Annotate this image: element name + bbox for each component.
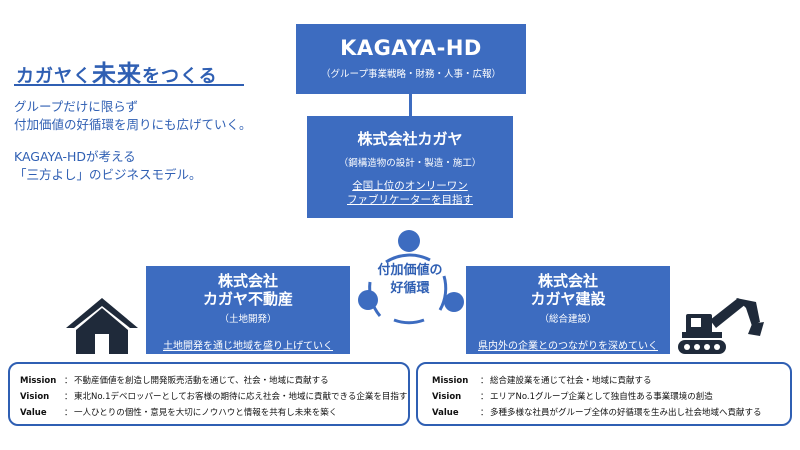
value-key: Value (432, 408, 459, 418)
intro-line-2: 付加価値の好循環を周りにも広げていく。 (14, 117, 252, 132)
kagaya-goal-line-2: ファブリケーターを目指す (347, 194, 473, 206)
vision-key: Vision (432, 392, 462, 402)
slogan-underline (14, 84, 244, 86)
cycle-line-1: 付加価値の (377, 263, 443, 278)
vision-text: エリアNo.1グループ企業として独自性ある事業環境の創造 (490, 392, 713, 402)
fudosan-title-2: カガヤ不動産 (202, 290, 293, 308)
hd-title: KAGAYA-HD (340, 36, 482, 60)
fudosan-mvv-panel: Mission：不動産価値を創造し開発販売活動を通じて、社会・地域に貢献する V… (8, 362, 410, 426)
kagaya-kensetsu-box: 株式会社 カガヤ建設 （総合建設） 県内外の企業とのつながりを深めていく (466, 266, 670, 354)
kagaya-title: 株式会社カガヤ (357, 130, 463, 148)
kagaya-box: 株式会社カガヤ （鋼構造物の設計・製造・施工） 全国上位のオンリーワン ファブリ… (307, 116, 513, 218)
kensetsu-mvv-panel: Mission：総合建設業を通じて社会・地域に貢献する Vision：エリアNo… (416, 362, 792, 426)
mission-row: Mission：不動産価値を創造し開発販売活動を通じて、社会・地域に貢献する (20, 376, 329, 386)
kensetsu-subtitle: （総合建設） (539, 314, 597, 325)
kensetsu-goal: 県内外の企業とのつながりを深めていく (478, 341, 658, 352)
cycle-icon (358, 230, 464, 325)
cycle-line-2: 好循環 (390, 281, 430, 296)
kensetsu-title-1: 株式会社 (537, 272, 598, 290)
mission-text: 総合建設業を通じて社会・地域に貢献する (490, 376, 652, 386)
hd-subtitle: （グループ事業戦略・財務・人事・広報） (321, 69, 501, 80)
intro-line-1: グループだけに限らず (14, 99, 139, 114)
mission-row: Mission：総合建設業を通じて社会・地域に貢献する (432, 376, 652, 386)
slogan: カガヤく未来をつくる (16, 54, 218, 89)
cycle-label: 付加価値の 好循環 (368, 262, 452, 298)
value-row: Value：多種多様な社員がグループ全体の好循環を生み出し社会地域へ貢献する (432, 408, 762, 418)
kagaya-goal-line-1: 全国上位のオンリーワン (352, 180, 468, 192)
value-row: Value：一人ひとりの個性・意見を大切にノウハウと情報を共有し未来を築く (20, 408, 338, 418)
vision-text: 東北No.1デベロッパーとしてお客様の期待に応え社会・地域に貢献できる企業を目指… (74, 392, 408, 402)
kagaya-goal: 全国上位のオンリーワン ファブリケーターを目指す (307, 179, 513, 207)
intro-line-3: KAGAYA-HDが考える (14, 149, 136, 164)
house-icon (66, 298, 138, 354)
value-text: 多種多様な社員がグループ全体の好循環を生み出し社会地域へ貢献する (490, 408, 762, 418)
slogan-pre: カガヤく (16, 66, 92, 87)
slogan-emphasis: 未来 (92, 60, 142, 88)
kagaya-subtitle: （鋼構造物の設計・製造・施工） (338, 158, 482, 169)
mission-key: Mission (432, 376, 469, 386)
fudosan-goal: 土地開発を通じ地域を盛り上げていく (163, 341, 333, 352)
slogan-post: をつくる (142, 66, 218, 87)
intro-line-4: 「三方よし」のビジネスモデル。 (14, 167, 202, 182)
vision-row: Vision：エリアNo.1グループ企業として独自性ある事業環境の創造 (432, 392, 713, 402)
mission-text: 不動産価値を創造し開発販売活動を通じて、社会・地域に貢献する (74, 376, 329, 386)
value-text: 一人ひとりの個性・意見を大切にノウハウと情報を共有し未来を築く (74, 408, 338, 418)
value-key: Value (20, 408, 47, 418)
fudosan-title-1: 株式会社 (217, 272, 278, 290)
kagaya-hd-box: KAGAYA-HD （グループ事業戦略・財務・人事・広報） (296, 24, 526, 94)
connector-line (409, 94, 412, 116)
excavator-icon (678, 298, 764, 354)
kensetsu-title-2: カガヤ建設 (530, 290, 606, 308)
vision-row: Vision：東北No.1デベロッパーとしてお客様の期待に応え社会・地域に貢献で… (20, 392, 408, 402)
mission-key: Mission (20, 376, 57, 386)
vision-key: Vision (20, 392, 50, 402)
kagaya-fudosan-box: 株式会社 カガヤ不動産 （土地開発） 土地開発を通じ地域を盛り上げていく (146, 266, 350, 354)
fudosan-subtitle: （土地開発） (219, 314, 277, 325)
